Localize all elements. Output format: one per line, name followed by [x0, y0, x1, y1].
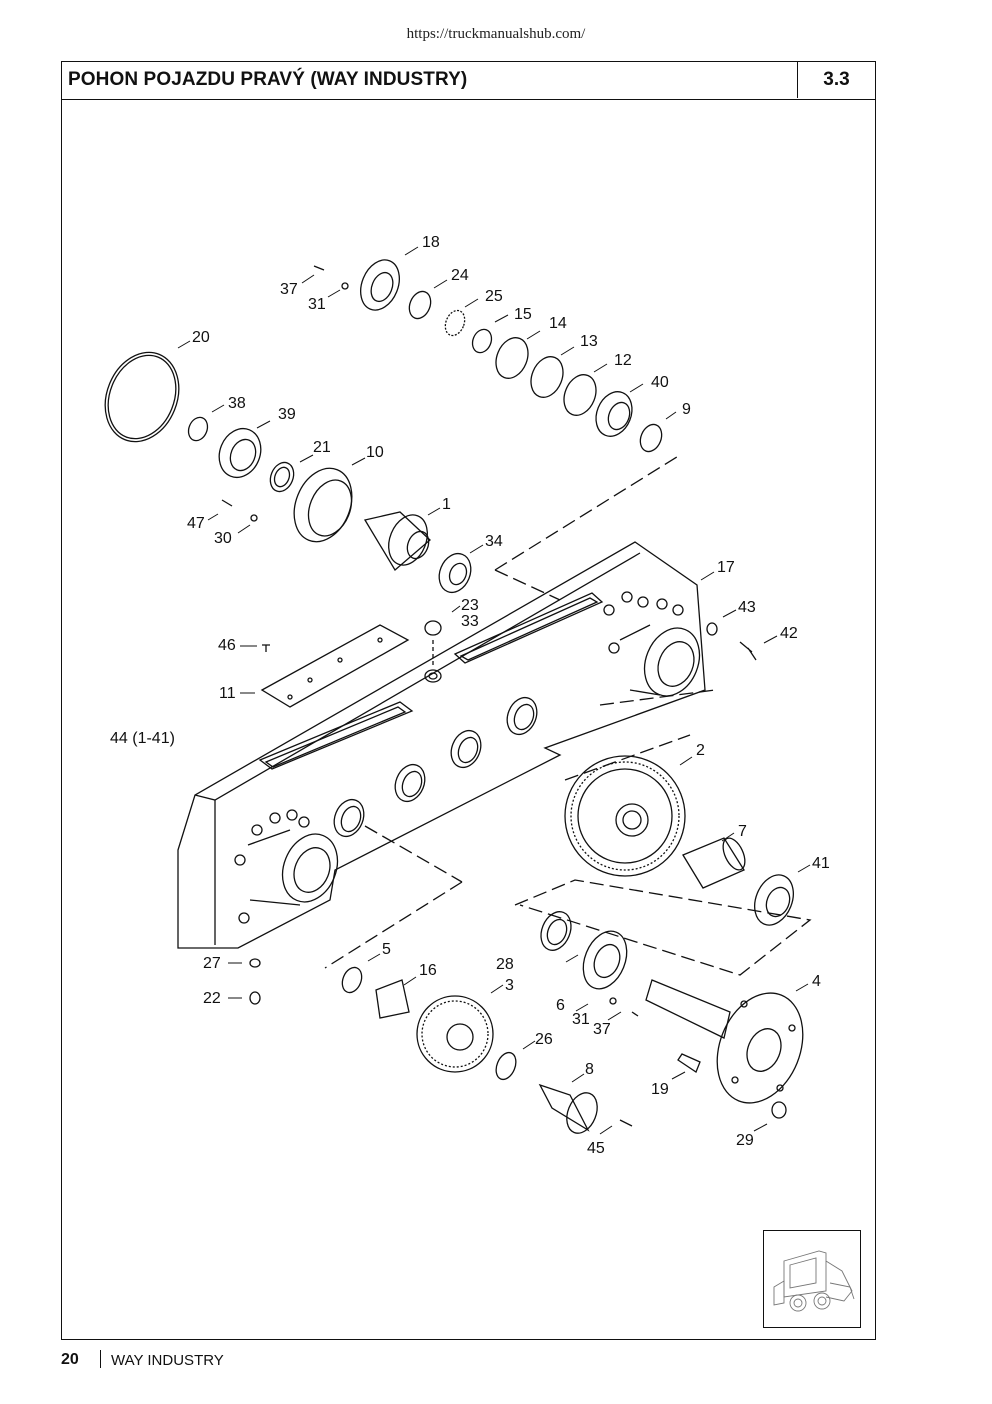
callout-41: 41 [812, 855, 830, 872]
callout-16: 16 [419, 962, 437, 979]
callout-4: 4 [812, 973, 821, 990]
callout-15: 15 [514, 306, 532, 323]
callout-10: 10 [366, 444, 384, 461]
callout-31-lower: 31 [572, 1011, 590, 1028]
large-gear-part [564, 755, 686, 877]
callout-31: 31 [308, 296, 326, 313]
callout-29: 29 [736, 1132, 754, 1149]
callout-8: 8 [585, 1061, 594, 1078]
callout-5: 5 [382, 941, 391, 958]
callout-18: 18 [422, 234, 440, 251]
callout-21: 21 [313, 439, 331, 456]
callout-9: 9 [682, 401, 691, 418]
source-url: https://truckmanualshub.com/ [406, 26, 586, 42]
callout-30: 30 [214, 530, 232, 547]
callout-1: 1 [442, 496, 451, 513]
callout-20: 20 [192, 329, 210, 346]
callout-33: 33 [461, 613, 479, 630]
callout-23: 23 [461, 597, 479, 614]
callout-19: 19 [651, 1081, 669, 1098]
page-title: POHON POJAZDU PRAVÝ (WAY INDUSTRY) [68, 69, 468, 90]
callout-24: 24 [451, 267, 469, 284]
callout-13: 13 [580, 333, 598, 350]
callout-46: 46 [218, 637, 236, 654]
callout-25: 25 [485, 288, 503, 305]
callout-39: 39 [278, 406, 296, 423]
page-number: 20 [61, 1351, 79, 1368]
callout-17: 17 [717, 559, 735, 576]
callout-14: 14 [549, 315, 567, 332]
callout-47: 47 [187, 515, 205, 532]
callout-22: 22 [203, 990, 221, 1007]
assembly-label: 44 (1-41) [110, 730, 175, 747]
callout-7: 7 [738, 823, 747, 840]
callout-2: 2 [696, 742, 705, 759]
callout-27: 27 [203, 955, 221, 972]
section-number: 3.3 [797, 62, 875, 98]
callout-12: 12 [614, 352, 632, 369]
skid-steer-loader-icon [773, 1250, 855, 1312]
callout-26: 26 [535, 1031, 553, 1048]
gearbox-housing [177, 541, 706, 949]
callout-6: 6 [556, 997, 565, 1014]
section-header: POHON POJAZDU PRAVÝ (WAY INDUSTRY) 3.3 [62, 62, 875, 100]
callout-40: 40 [651, 374, 669, 391]
o-ring-part [104, 351, 180, 443]
footer-divider [100, 1350, 102, 1368]
callout-45: 45 [587, 1140, 605, 1157]
machine-thumbnail [763, 1230, 861, 1328]
callout-3: 3 [505, 977, 514, 994]
callout-37: 37 [280, 281, 298, 298]
callout-37-lower: 37 [593, 1021, 611, 1038]
callout-34: 34 [485, 533, 503, 550]
callout-28: 28 [496, 956, 514, 973]
callout-38: 38 [228, 395, 246, 412]
callout-42: 42 [780, 625, 798, 642]
bearing-part [218, 427, 262, 479]
callout-43: 43 [738, 599, 756, 616]
callout-11: 11 [219, 685, 236, 702]
page-frame: POHON POJAZDU PRAVÝ (WAY INDUSTRY) 3.3 [61, 61, 876, 1340]
footer-brand: WAY INDUSTRY [111, 1352, 224, 1369]
